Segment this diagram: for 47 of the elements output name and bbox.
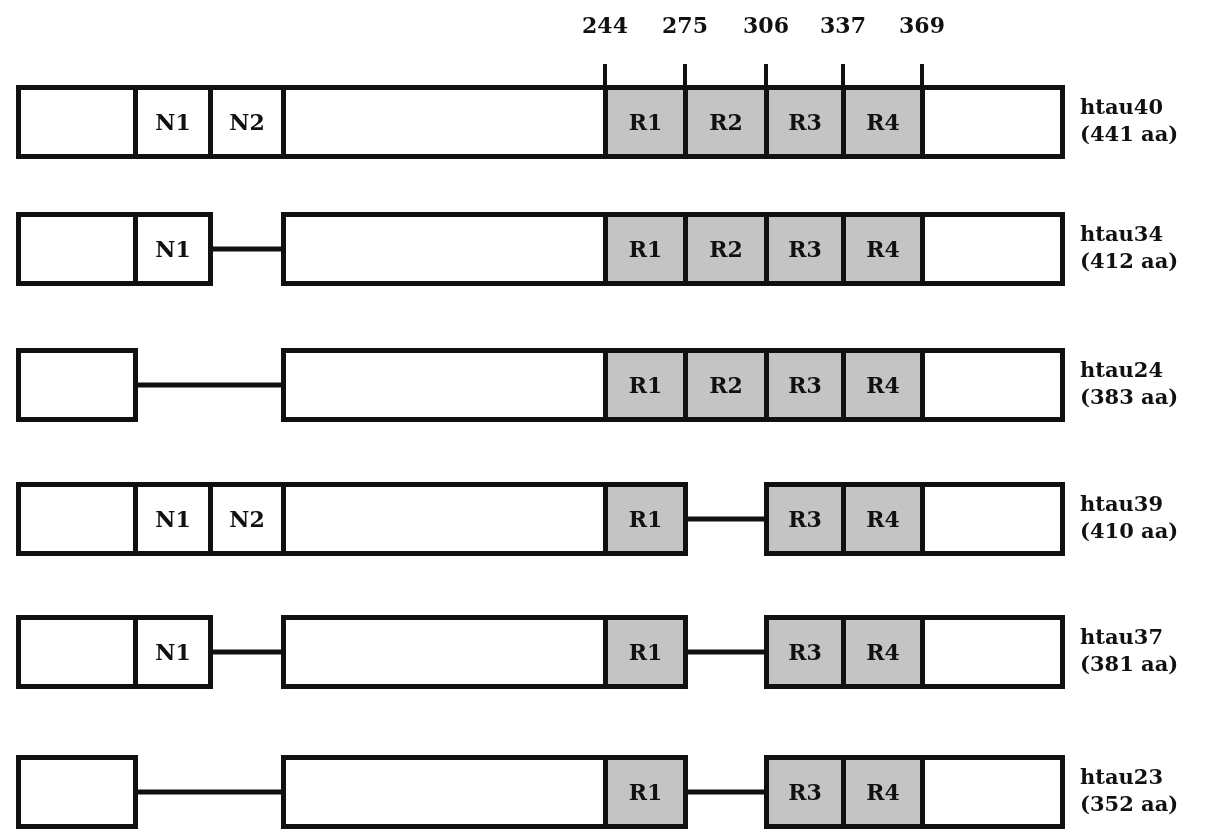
residue-number: 306: [743, 12, 789, 38]
domain-label: N1: [155, 639, 191, 665]
domain-label: R1: [628, 236, 663, 262]
domain-label: R4: [866, 372, 900, 398]
deletion-line: [138, 789, 281, 795]
domain-label: N1: [155, 236, 191, 262]
domain-label: R1: [628, 372, 663, 398]
domain-label: R3: [788, 506, 822, 532]
domain-label: R1: [628, 506, 663, 532]
deletion-line: [213, 246, 281, 252]
residue-number: 244: [582, 12, 628, 38]
isoform-label: htau39 (410 aa): [1080, 490, 1180, 544]
isoform-label: htau23 (352 aa): [1080, 763, 1180, 817]
domain-label: R3: [788, 639, 822, 665]
isoform-label: htau24 (383 aa): [1080, 356, 1180, 410]
residue-number: 275: [662, 12, 708, 38]
domain-label: R3: [788, 779, 822, 805]
domain-label: R1: [628, 779, 663, 805]
domain-label: N1: [155, 506, 191, 532]
domain-label: R4: [866, 236, 900, 262]
isoform-label: htau37 (381 aa): [1080, 623, 1180, 677]
domain-label: R4: [866, 779, 900, 805]
deletion-line: [688, 789, 764, 795]
domain-label: R2: [709, 109, 743, 135]
domain-label: R3: [788, 372, 822, 398]
domain-label: R4: [866, 109, 900, 135]
residue-number: 337: [820, 12, 866, 38]
domain-label: N1: [155, 109, 191, 135]
segment-box: [16, 348, 138, 422]
domain-label: N2: [229, 506, 265, 532]
domain-label: R2: [709, 236, 743, 262]
residue-number: 369: [899, 12, 945, 38]
domain-label: R1: [628, 639, 663, 665]
domain-label: R3: [788, 109, 822, 135]
deletion-line: [213, 649, 281, 655]
deletion-line: [138, 382, 281, 388]
deletion-line: [688, 516, 764, 522]
domain-label: R3: [788, 236, 822, 262]
segment-box: [16, 755, 138, 829]
isoform-label: htau34 (412 aa): [1080, 220, 1180, 274]
domain-label: R2: [709, 372, 743, 398]
domain-label: R1: [628, 109, 663, 135]
domain-label: R4: [866, 506, 900, 532]
isoform-label: htau40 (441 aa): [1080, 93, 1180, 147]
domain-label: R4: [866, 639, 900, 665]
deletion-line: [688, 649, 764, 655]
domain-label: N2: [229, 109, 265, 135]
